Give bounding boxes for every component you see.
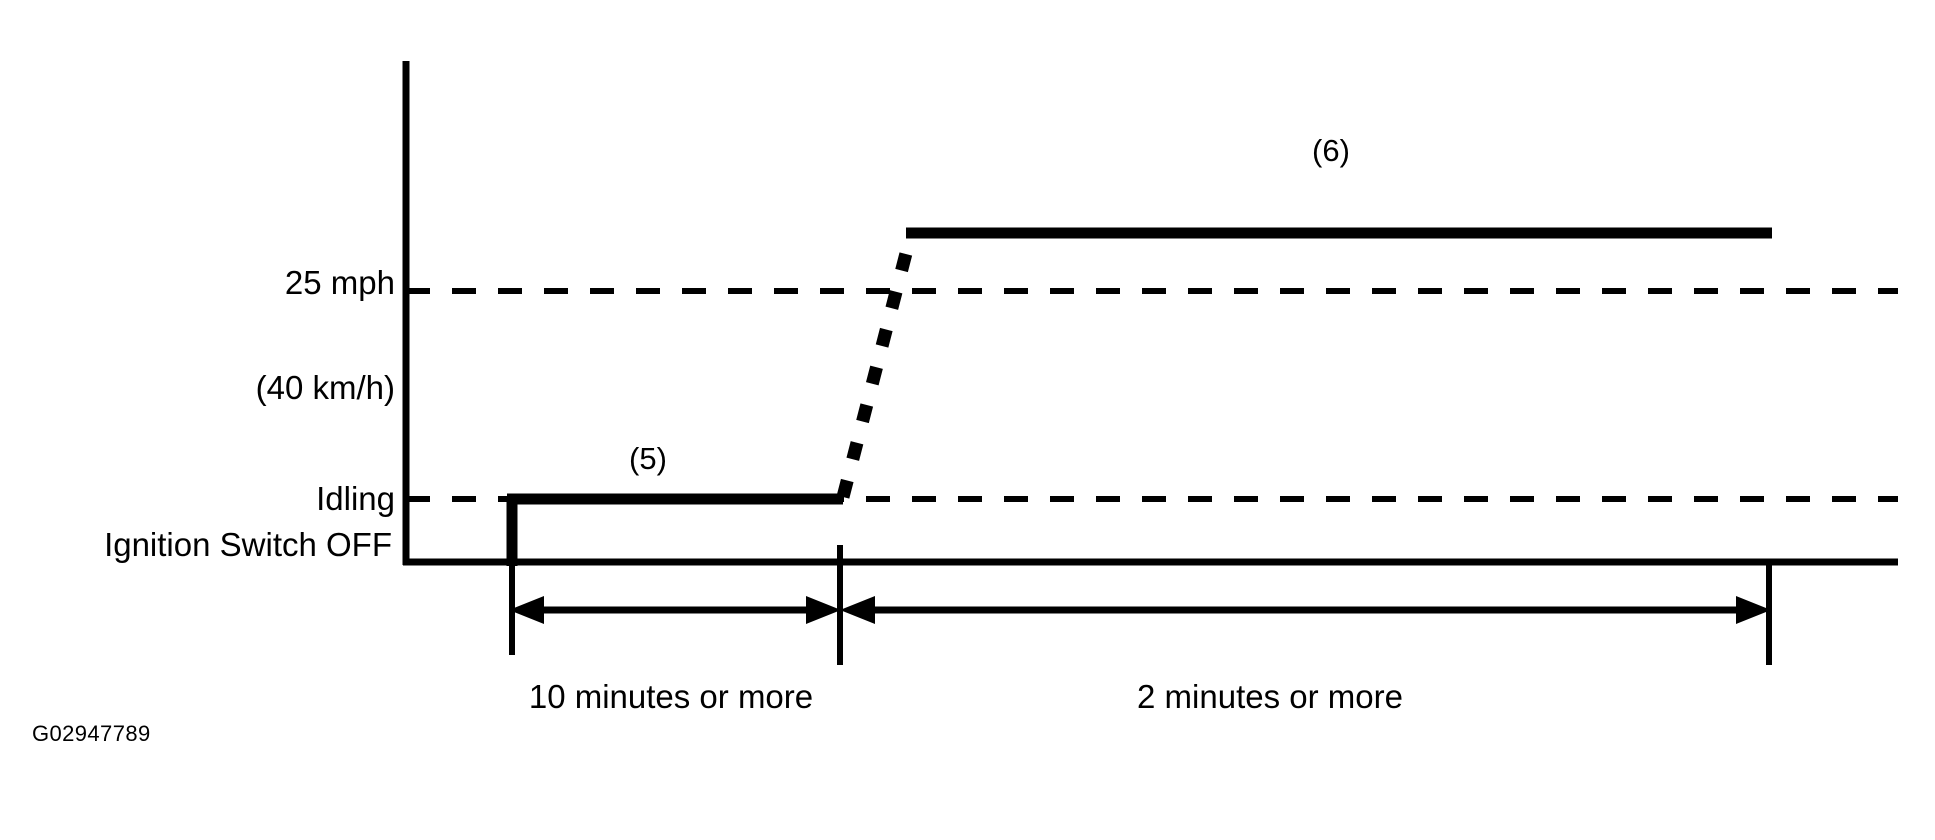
arrowhead-phase-1-right [806, 596, 841, 624]
callout-step-5: (5) [629, 441, 667, 476]
y-axis-label-speed-kmh: (40 km/h) [255, 368, 395, 406]
callout-step-6: (6) [1312, 133, 1350, 168]
y-axis-label-ignition-off: Ignition Switch OFF [104, 526, 392, 563]
arrowhead-phase-1-left [509, 596, 544, 624]
y-axis-label-speed-mph: 25 mph [284, 263, 395, 301]
arrowhead-phase-2-left [840, 596, 875, 624]
figure-code-label: G02947789 [32, 721, 151, 746]
y-axis-label-speed: 25 mph (40 km/h) [0, 196, 395, 476]
duration-label-phase-2: 2 minutes or more [1137, 678, 1403, 715]
profile-segment-acceleration-ramp [836, 232, 918, 499]
y-axis-label-idling: Idling [316, 480, 395, 517]
arrowhead-phase-2-right [1736, 596, 1771, 624]
duration-label-phase-1: 10 minutes or more [528, 678, 814, 715]
